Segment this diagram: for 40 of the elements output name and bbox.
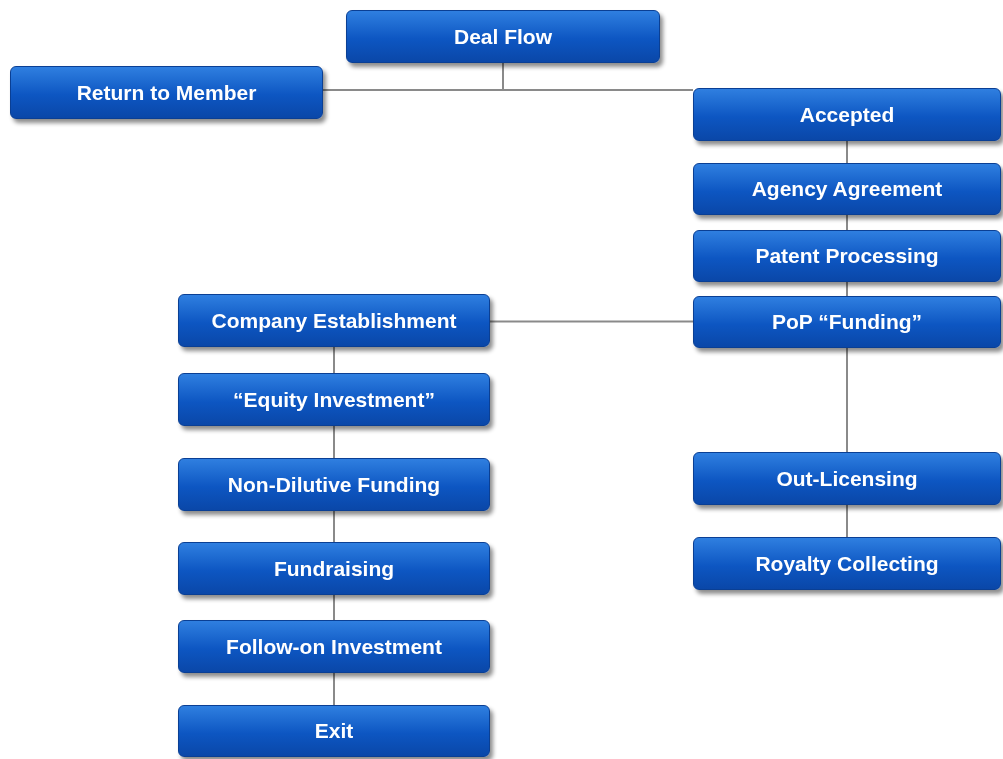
- box-label: Return to Member: [76, 80, 257, 105]
- process-box: [693, 163, 1001, 215]
- process-box: [346, 10, 660, 63]
- process-box: [693, 452, 1001, 505]
- box-label: “Equity Investment”: [233, 387, 435, 412]
- box-label: Agency Agreement: [751, 177, 943, 201]
- process-box: [178, 294, 490, 347]
- connector-line: [846, 281, 848, 297]
- process-box: [178, 705, 490, 757]
- box-label: Exit: [314, 719, 354, 743]
- connector-line: [846, 347, 848, 453]
- box-label: PoP “Funding”: [771, 310, 923, 334]
- connector-line: [333, 594, 335, 621]
- connector-line: [846, 140, 848, 164]
- connector-line: [502, 62, 694, 91]
- box-label: Accepted: [799, 102, 895, 127]
- box-label: Fundraising: [273, 556, 395, 581]
- connector-line: [333, 672, 335, 706]
- box-label: Patent Processing: [755, 244, 939, 268]
- box-label: Company Establishment: [211, 308, 457, 333]
- process-box: [178, 373, 490, 426]
- process-box: [178, 620, 490, 673]
- process-box: [693, 296, 1001, 348]
- process-box: [693, 230, 1001, 282]
- box-label: Deal Flow: [454, 24, 552, 49]
- box-label: Non-Dilutive Funding: [227, 472, 441, 497]
- process-box: [693, 88, 1001, 141]
- process-box: [693, 537, 1001, 590]
- connector-line: [489, 320, 694, 323]
- connector-line: [333, 346, 335, 374]
- connector-line: [846, 504, 848, 538]
- box-label: Out-Licensing: [776, 466, 918, 491]
- process-box: [178, 542, 490, 595]
- connector-line: [333, 425, 335, 459]
- process-box: [178, 458, 490, 511]
- box-label: Royalty Collecting: [755, 551, 939, 576]
- connector-line: [846, 214, 848, 231]
- connector-line: [333, 510, 335, 543]
- box-label: Follow-on Investment: [226, 634, 442, 659]
- process-box: [10, 66, 323, 119]
